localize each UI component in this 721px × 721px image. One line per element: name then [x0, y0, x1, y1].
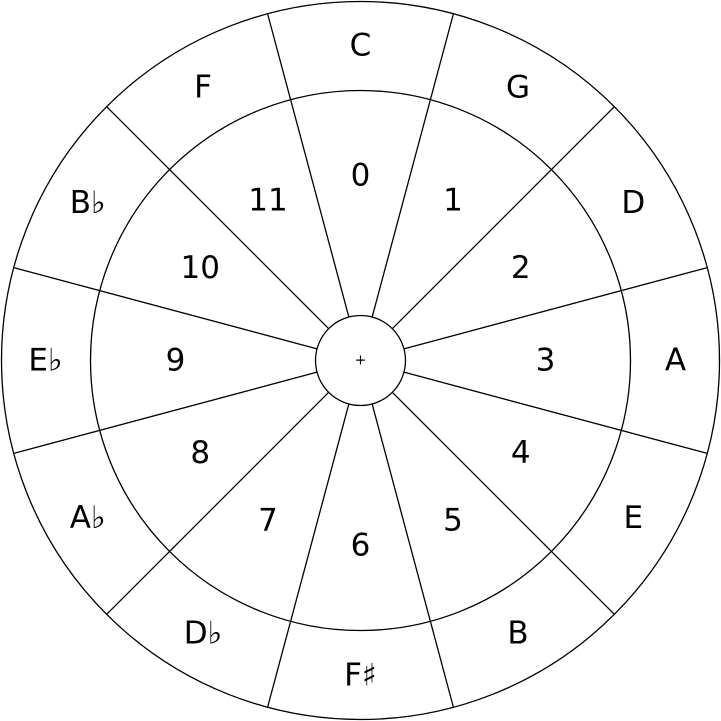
sector-divider	[403, 266, 708, 350]
pitch-class-number: 11	[248, 182, 287, 218]
center-circle	[314, 314, 407, 407]
note-name: D	[621, 185, 645, 221]
note-name: F	[194, 70, 212, 106]
sector-divider	[13, 266, 318, 350]
note-name: E♭	[28, 343, 62, 379]
note-name: D♭	[184, 615, 223, 651]
note-name: A♭	[70, 500, 106, 536]
note-name: A	[665, 343, 686, 379]
note-name: G	[506, 70, 530, 106]
sector-divider	[391, 391, 615, 615]
pitch-class-number: 7	[258, 503, 278, 539]
sector-divider	[106, 391, 330, 615]
pitch-class-number: 1	[443, 182, 463, 218]
sector-divider	[371, 13, 455, 318]
sector-divider	[391, 106, 615, 330]
pitch-class-number: 0	[351, 158, 371, 194]
pitch-class-number: 4	[511, 435, 531, 471]
sector-divider	[266, 403, 350, 708]
pitch-class-number: 3	[536, 343, 556, 379]
note-name: B♭	[70, 185, 106, 221]
sector-divider	[106, 106, 330, 330]
pitch-class-number: 9	[166, 343, 186, 379]
note-name: B	[507, 615, 528, 651]
pitch-class-number: 5	[443, 503, 463, 539]
sector-divider	[266, 13, 350, 318]
note-name: E	[624, 500, 644, 536]
pitch-class-number: 6	[351, 528, 371, 564]
pitch-class-number: 2	[511, 250, 531, 286]
inner-ring	[89, 89, 632, 632]
note-name: C	[350, 28, 372, 64]
pitch-class-number: 10	[181, 250, 220, 286]
center-mark: +	[355, 353, 367, 369]
note-name: F♯	[344, 658, 377, 694]
pitch-class-number: 8	[190, 435, 210, 471]
sector-divider	[403, 371, 708, 455]
sector-divider	[371, 403, 455, 708]
sector-divider	[13, 371, 318, 455]
